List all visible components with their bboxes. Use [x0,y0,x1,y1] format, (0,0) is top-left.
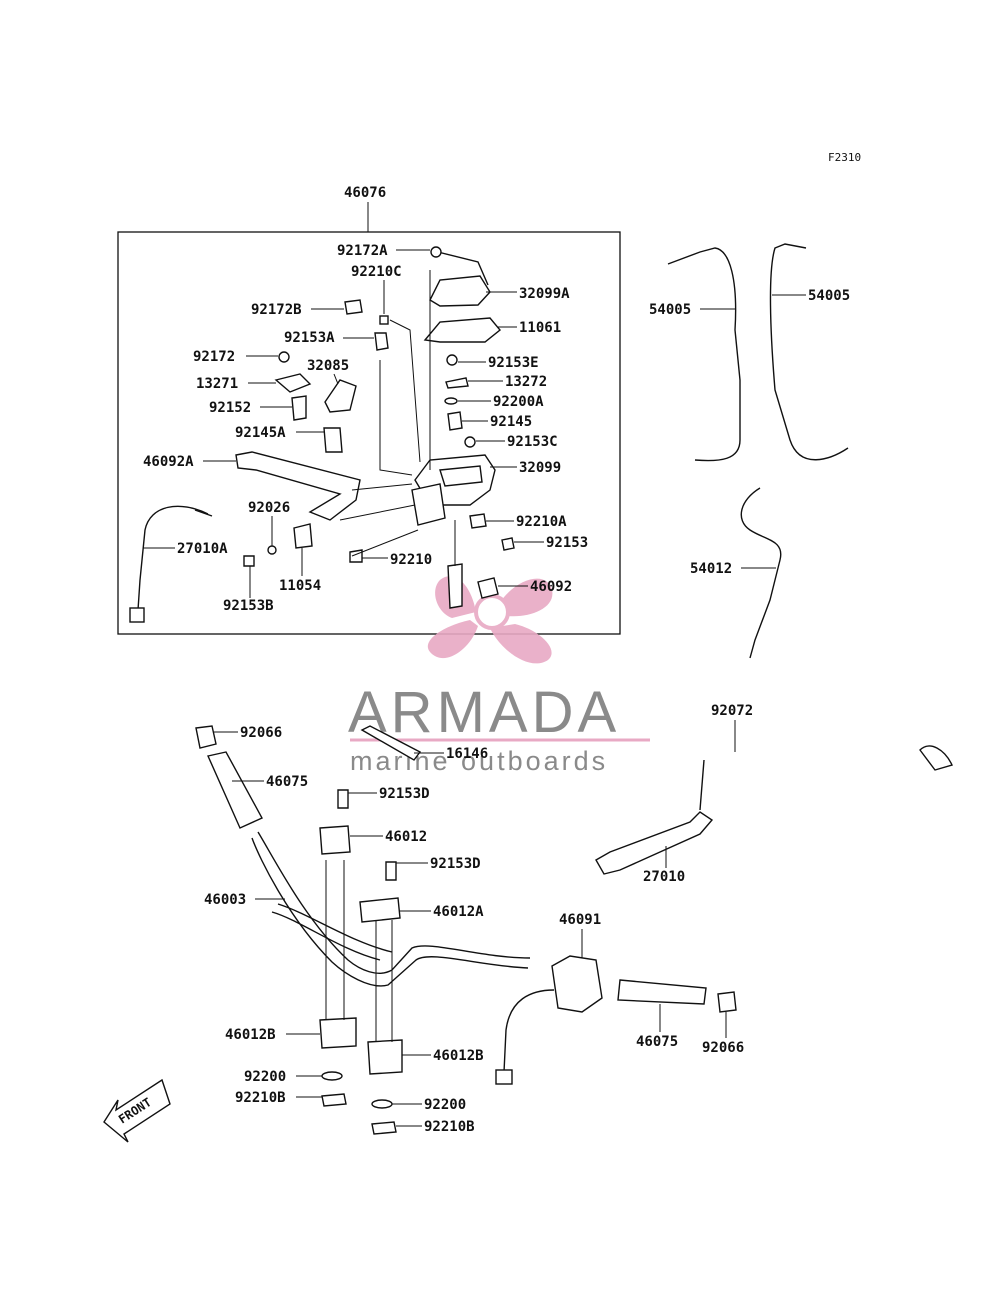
part-label: 92066 [702,1040,744,1056]
part-label: 92210B [235,1090,286,1106]
handlebar-section [195,725,953,1135]
part-label: 46012 [385,829,427,845]
part-label: 27010A [177,541,228,557]
assembly-label: 46076 [344,185,386,201]
part-label: 32085 [307,358,349,374]
part-label: 92153D [379,786,430,802]
part-label: 46012A [433,904,484,920]
figure-code: F2310 [828,151,861,164]
part-label: 46091 [559,912,601,928]
part-label: 92066 [240,725,282,741]
part-label: 92072 [711,703,753,719]
part-label: 46075 [636,1034,678,1050]
part-label: 92153 [546,535,588,551]
assembly-box [117,231,621,635]
part-label: 92145 [490,414,532,430]
part-label: 92200A [493,394,544,410]
part-label: 92172A [337,243,388,259]
part-label: 92153A [284,330,335,346]
part-label: 92210B [424,1119,475,1135]
part-label: 11061 [519,320,561,336]
watermark-brand: ARMADA [348,680,620,745]
part-label: 46092A [143,454,194,470]
part-label: 92210C [351,264,402,280]
part-label: 32099 [519,460,561,476]
front-arrow: FRONT [103,1078,171,1143]
part-label: 46075 [266,774,308,790]
part-label: 46012B [225,1027,276,1043]
part-label: 54005 [808,288,850,304]
part-label: 92153D [430,856,481,872]
part-label: 92145A [235,425,286,441]
part-label: 32099A [519,286,570,302]
part-label: 92200 [244,1069,286,1085]
part-label: 27010 [643,869,685,885]
part-label: 92210A [516,514,567,530]
part-label: 11054 [279,578,321,594]
part-label: 46012B [433,1048,484,1064]
part-label: 92153E [488,355,539,371]
part-label: 46003 [204,892,246,908]
part-label: 92172B [251,302,302,318]
part-label: 54005 [649,302,691,318]
part-label: 92153C [507,434,558,450]
part-label: 92172 [193,349,235,365]
master-cylinder-assembly [129,246,515,623]
part-label: 13272 [505,374,547,390]
throttle-cables [667,243,849,659]
part-label: 46092 [530,579,572,595]
part-label: 54012 [690,561,732,577]
part-label: 92153B [223,598,274,614]
part-label: 92152 [209,400,251,416]
part-label: 92200 [424,1097,466,1113]
part-label: 92210 [390,552,432,568]
part-label: 13271 [196,376,238,392]
part-label: 16146 [446,746,488,762]
part-label: 92026 [248,500,290,516]
watermark-tagline: marine outboards [350,746,608,776]
